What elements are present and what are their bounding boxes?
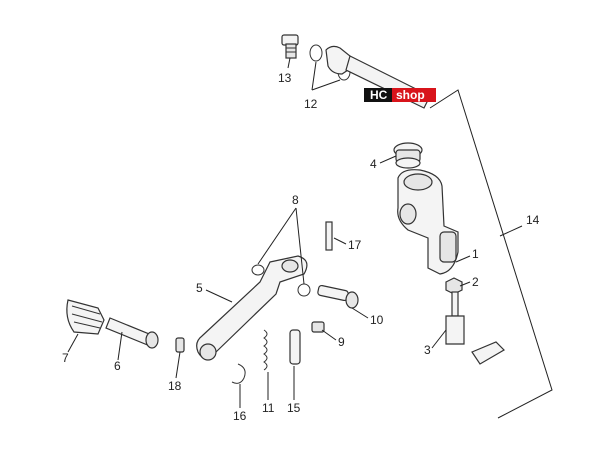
label-5: 5 bbox=[196, 281, 203, 295]
watermark-shop: shop bbox=[396, 88, 425, 102]
label-12: 12 bbox=[304, 97, 318, 111]
part-1-master-cylinder bbox=[397, 169, 459, 275]
part-18-bolt bbox=[175, 337, 185, 353]
part-13-banjo-bolt bbox=[281, 34, 299, 59]
label-4: 4 bbox=[370, 157, 377, 171]
part-7-rubber-boot bbox=[66, 299, 105, 335]
label-18: 18 bbox=[168, 379, 182, 393]
label-7: 7 bbox=[62, 351, 69, 365]
label-2: 2 bbox=[472, 275, 479, 289]
part-17-grease-nipple bbox=[325, 221, 333, 251]
label-3: 3 bbox=[424, 343, 431, 357]
part-3-push-rod bbox=[445, 291, 505, 365]
part-16-clip bbox=[231, 363, 246, 384]
hc-shop-watermark: HC shop bbox=[364, 88, 436, 102]
label-10: 10 bbox=[370, 313, 384, 327]
part-15-pin bbox=[289, 329, 301, 365]
part-11-spring bbox=[263, 329, 268, 371]
leader-lines bbox=[67, 57, 523, 408]
label-17: 17 bbox=[348, 238, 362, 252]
part-6-shaft bbox=[105, 317, 159, 349]
label-1: 1 bbox=[472, 247, 479, 261]
part-4-reservoir-cap bbox=[393, 142, 423, 169]
watermark-hc: HC bbox=[370, 88, 388, 102]
label-9: 9 bbox=[338, 335, 345, 349]
part-10-pivot-bolt bbox=[317, 284, 359, 309]
label-16: 16 bbox=[233, 409, 247, 423]
part-5-brake-pedal bbox=[196, 255, 308, 361]
part-9-bolt bbox=[311, 321, 325, 333]
part-2-nut bbox=[445, 277, 463, 295]
label-15: 15 bbox=[287, 401, 301, 415]
part-14-group-bracket bbox=[429, 89, 553, 419]
label-6: 6 bbox=[114, 359, 121, 373]
label-11: 11 bbox=[262, 401, 275, 415]
label-8: 8 bbox=[292, 193, 299, 207]
label-13: 13 bbox=[278, 71, 292, 85]
label-14: 14 bbox=[526, 213, 540, 227]
